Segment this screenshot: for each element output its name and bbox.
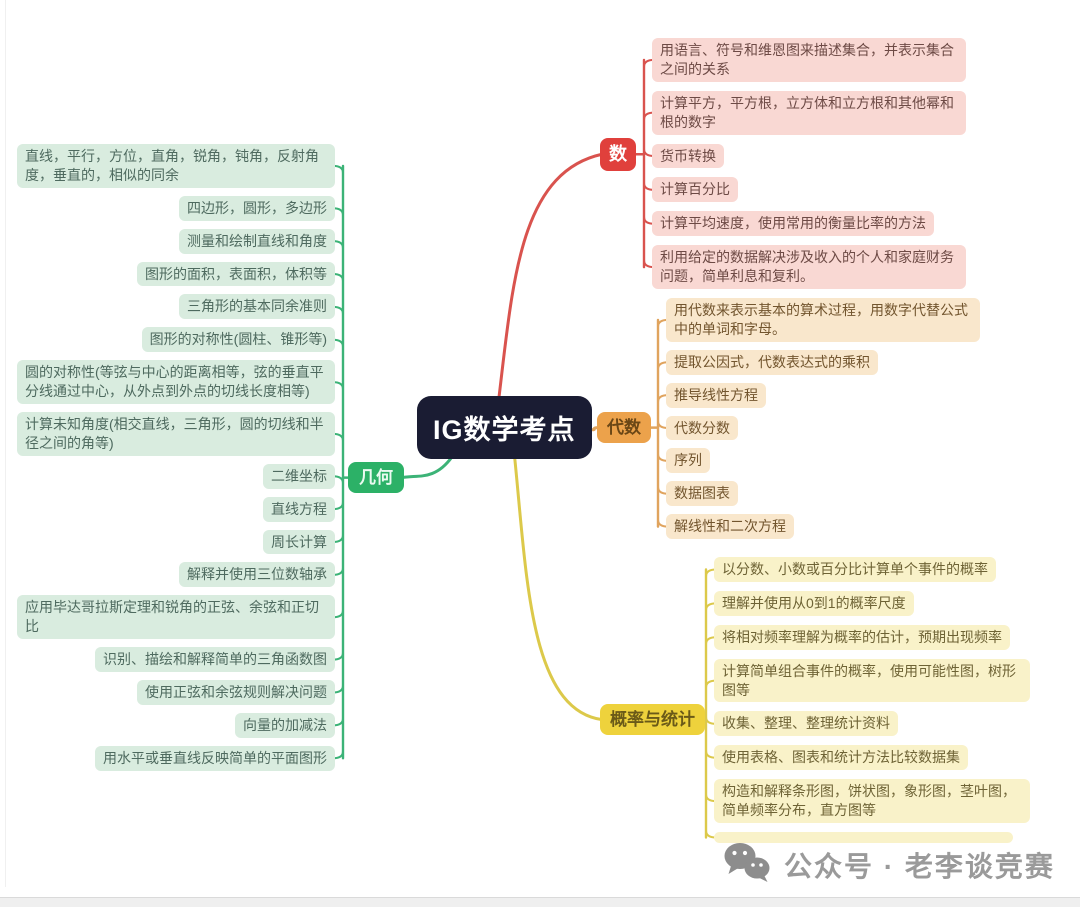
topic-item[interactable]: 计算平均速度，使用常用的衡量比率的方法 xyxy=(652,211,934,237)
topic-item[interactable]: 构造和解释条形图，饼状图，象形图，茎叶图，简单频率分布，直方图等 xyxy=(714,779,1030,824)
branch-number-items: 用语言、符号和维恩图来描述集合，并表示集合之间的关系 计算平方，平方根，立方体和… xyxy=(652,38,966,290)
topic-item[interactable]: 三角形的基本同余准则 xyxy=(179,294,335,320)
topic-item[interactable]: 用水平或垂直线反映简单的平面图形 xyxy=(95,745,335,771)
topic-item[interactable]: 识别、描绘和解释简单的三角函数图 xyxy=(95,647,335,673)
branch-algebra-items: 用代数来表示基本的算术过程，用数字代替公式中的单词和字母。 提取公因式，代数表达… xyxy=(666,298,980,540)
topic-item[interactable]: 计算简单组合事件的概率，使用可能性图，树形图等 xyxy=(714,658,1030,703)
topic-item[interactable]: 计算百分比 xyxy=(652,177,738,203)
topic-item[interactable]: 二维坐标 xyxy=(263,463,335,489)
topic-item[interactable]: 序列 xyxy=(666,448,710,474)
topic-item[interactable]: 计算未知角度(相交直线，三角形，圆的切线和半径之间的角等) xyxy=(17,412,335,456)
branch-node-geometry[interactable]: 几何 xyxy=(348,462,404,494)
topic-item[interactable]: 使用表格、图表和统计方法比较数据集 xyxy=(714,745,968,771)
topic-item[interactable]: 利用给定的数据解决涉及收入的个人和家庭财务问题，简单利息和复利。 xyxy=(652,245,966,290)
topic-item[interactable]: 四边形，圆形，多边形 xyxy=(179,195,335,221)
branch-node-probability-statistics[interactable]: 概率与统计 xyxy=(600,704,705,736)
watermark: 公众号 · 老李谈竞赛 xyxy=(722,841,1055,888)
wechat-icon xyxy=(722,841,772,888)
page-left-edge xyxy=(5,0,6,887)
topic-item[interactable]: 数据图表 xyxy=(666,481,738,507)
topic-item[interactable]: 将相对频率理解为概率的估计，预期出现频率 xyxy=(714,624,1010,650)
page-bottom-edge xyxy=(0,897,1080,907)
branch-node-number[interactable]: 数 xyxy=(600,138,636,171)
topic-item[interactable]: 周长计算 xyxy=(263,529,335,555)
topic-item[interactable]: 收集、整理、整理统计资料 xyxy=(714,711,898,737)
topic-item[interactable]: 提取公因式，代数表达式的乘积 xyxy=(666,349,878,375)
topic-item[interactable]: 理解并使用从0到1的概率尺度 xyxy=(714,590,914,616)
center-topic[interactable]: IG数学考点 xyxy=(417,396,592,459)
topic-item[interactable]: 图形的面积，表面积，体积等 xyxy=(137,261,335,287)
topic-item[interactable]: 解释并使用三位数轴承 xyxy=(179,562,335,588)
topic-item[interactable]: 用语言、符号和维恩图来描述集合，并表示集合之间的关系 xyxy=(652,38,966,82)
topic-item[interactable]: 货币转换 xyxy=(652,143,724,169)
topic-item[interactable]: 向量的加减法 xyxy=(235,712,335,738)
topic-item[interactable]: 直线方程 xyxy=(263,496,335,522)
topic-item[interactable]: 计算平方，平方根，立方体和立方根和其他幂和根的数字 xyxy=(652,90,966,135)
topic-item[interactable]: 图形的对称性(圆柱、锥形等) xyxy=(141,327,335,353)
watermark-text: 公众号 · 老李谈竞赛 xyxy=(784,850,1055,882)
topic-item[interactable]: 测量和绘制直线和角度 xyxy=(179,228,335,254)
branch-probability-items: 以分数、小数或百分比计算单个事件的概率 理解并使用从0到1的概率尺度 将相对频率… xyxy=(714,557,1030,844)
topic-item[interactable]: 直线，平行，方位，直角，锐角，钝角，反射角度，垂直的，相似的同余 xyxy=(17,144,335,188)
topic-item[interactable]: 解线性和二次方程 xyxy=(666,514,794,540)
branch-node-algebra[interactable]: 代数 xyxy=(597,412,651,444)
topic-item[interactable]: 圆的对称性(等弦与中心的距离相等，弦的垂直平分线通过中心，从外点到外点的切线长度… xyxy=(17,360,335,405)
topic-item[interactable]: 以分数、小数或百分比计算单个事件的概率 xyxy=(714,557,996,582)
topic-item[interactable]: 代数分数 xyxy=(666,415,738,441)
branch-geometry-items: 直线，平行，方位，直角，锐角，钝角，反射角度，垂直的，相似的同余 四边形，圆形，… xyxy=(17,144,335,771)
topic-item[interactable]: 推导线性方程 xyxy=(666,382,766,408)
topic-item[interactable]: 使用正弦和余弦规则解决问题 xyxy=(137,680,335,705)
topic-item[interactable]: 应用毕达哥拉斯定理和锐角的正弦、余弦和正切比 xyxy=(17,595,335,640)
topic-item[interactable]: 用代数来表示基本的算术过程，用数字代替公式中的单词和字母。 xyxy=(666,298,980,342)
topic-item-partially-cut[interactable] xyxy=(714,832,1013,844)
